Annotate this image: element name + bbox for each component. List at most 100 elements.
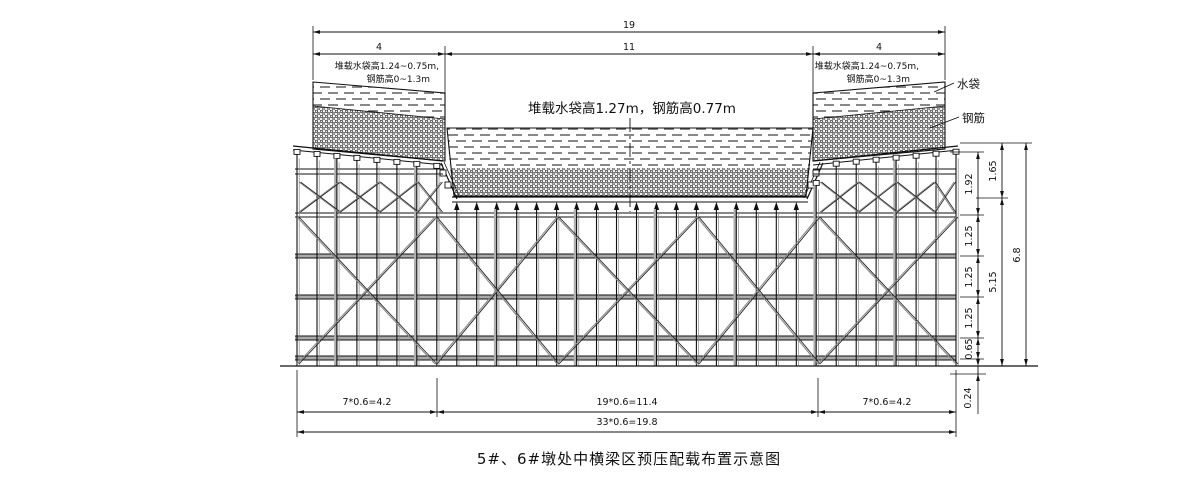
jack-head	[313, 150, 321, 157]
small-brace	[338, 181, 380, 213]
step-connector	[439, 169, 447, 177]
dimension-arrow	[976, 359, 980, 366]
dimension-arrow	[938, 30, 945, 34]
dim-center-span: 11	[623, 42, 635, 53]
load-arrow	[494, 202, 500, 210]
dimension-arrow	[438, 52, 445, 56]
left-top-beam	[292, 145, 444, 162]
dimension-arrow	[976, 374, 980, 381]
load-arrow	[713, 202, 720, 210]
load-arrow	[573, 202, 580, 210]
dim-seg-1-25a: 1.25	[964, 225, 975, 246]
jack-head	[932, 150, 940, 157]
dim-center-bays: 19*0.6=11.4	[596, 397, 657, 408]
jack-head	[912, 152, 920, 159]
dimension-arrow	[949, 430, 956, 434]
dimension-arrow	[297, 410, 304, 414]
jack-head	[373, 156, 381, 163]
small-brace	[378, 181, 418, 213]
small-brace	[895, 181, 935, 213]
dimension-arrow	[1000, 359, 1004, 366]
dimension-arrow	[818, 410, 825, 414]
dim-seg-1-25b: 1.25	[964, 266, 975, 287]
dimension-arrow	[976, 152, 980, 159]
dimension-arrow	[1024, 143, 1028, 150]
jack-head	[892, 154, 900, 161]
water-bag-label: 水袋	[957, 77, 980, 91]
dimension-geometry	[296, 26, 1032, 437]
cross-brace	[296, 216, 436, 365]
right-annotation-line1: 堆载水袋高1.24~0.75m,	[815, 60, 919, 72]
small-brace	[340, 181, 381, 213]
cross-brace	[698, 216, 821, 365]
load-arrow	[633, 202, 640, 210]
small-brace	[897, 181, 936, 213]
small-brace	[300, 181, 341, 213]
dimension-arrow	[976, 297, 980, 304]
load-arrow	[454, 202, 460, 210]
load-arrow	[653, 202, 660, 210]
rebar-label: 钢筋	[962, 111, 985, 125]
jack-head	[413, 160, 421, 167]
small-brace	[933, 181, 955, 213]
jack-head	[393, 158, 401, 165]
load-arrow	[553, 202, 560, 210]
texts: 19 4 11 4 堆载水袋高1.24~0.75m, 钢筋高0~1.3m 堆载水…	[335, 20, 1023, 468]
dimension-arrow	[938, 52, 945, 56]
center-annotation: 堆载水袋高1.27m，钢筋高0.77m	[528, 100, 736, 117]
dimension-arrow	[297, 430, 304, 434]
small-brace	[298, 181, 340, 213]
load-arrow	[474, 202, 480, 210]
cross-brace	[298, 216, 438, 365]
small-brace	[935, 181, 956, 213]
load-arrow	[733, 202, 739, 210]
small-brace	[821, 181, 860, 213]
load-blocks	[312, 81, 946, 212]
dimension-arrow	[976, 208, 980, 215]
cross-brace	[436, 216, 560, 365]
load-arrow	[753, 202, 759, 210]
dim-left-bays: 7*0.6=4.2	[343, 397, 392, 408]
small-brace	[857, 181, 897, 213]
jack-head	[353, 154, 361, 161]
dim-total-6-8: 6.8	[1012, 247, 1023, 262]
scaffold-falsework	[292, 145, 960, 366]
dim-seg-1-25c: 1.25	[964, 307, 975, 328]
load-arrow	[793, 202, 799, 210]
jack-head	[872, 156, 880, 163]
right-block-outline	[812, 81, 946, 162]
jack-head	[812, 179, 820, 186]
load-arrow	[693, 202, 700, 210]
dimension-arrow	[806, 52, 813, 56]
jack-head	[433, 162, 441, 169]
left-block-outline	[312, 81, 446, 162]
dimension-arrow	[313, 52, 320, 56]
left-annotation-line2: 钢筋高0~1.3m	[367, 73, 430, 85]
load-arrow	[593, 202, 600, 210]
small-brace	[819, 181, 859, 213]
dimension-arrow	[430, 410, 437, 414]
leader-lines	[929, 82, 960, 129]
left-rebar-area	[313, 106, 445, 161]
dimension-arrow	[976, 352, 980, 359]
dimension-arrow	[1024, 359, 1028, 366]
left-water-bag-area	[313, 82, 445, 119]
cross-brace	[819, 216, 959, 365]
dimension-arrow	[1000, 191, 1004, 198]
dimension-arrow	[813, 52, 820, 56]
load-arrow	[514, 202, 520, 210]
dimension-arrow	[949, 410, 956, 414]
dim-total-bays: 33*0.6=19.8	[596, 417, 657, 428]
jack-head	[293, 148, 301, 155]
dimension-arrow	[976, 249, 980, 256]
dim-right-bays: 7*0.6=4.2	[863, 397, 912, 408]
cross-brace	[817, 216, 957, 365]
center-block-outline	[446, 127, 814, 197]
dimension-arrow	[1000, 143, 1004, 150]
load-arrow	[533, 202, 540, 210]
dim-left-span: 4	[376, 42, 382, 53]
dim-seg-0-65: 0.65	[964, 338, 975, 359]
load-arrow	[773, 202, 779, 210]
left-step	[443, 161, 461, 199]
